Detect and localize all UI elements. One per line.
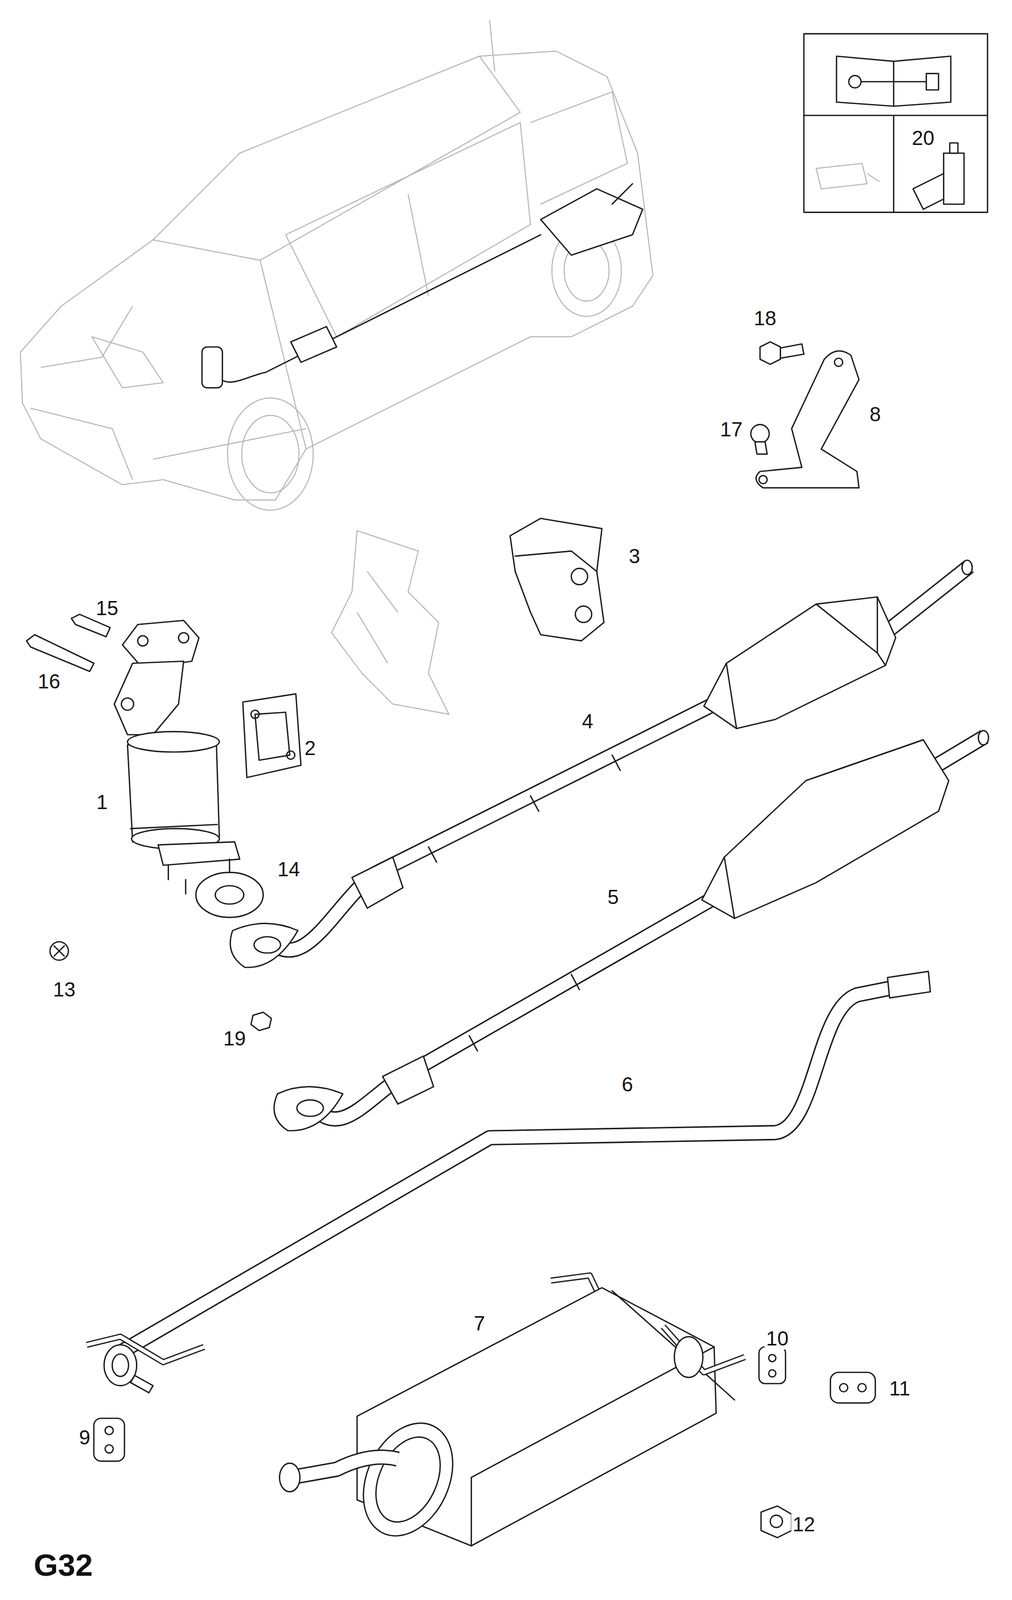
- intermediate-pipe: [86, 971, 931, 1393]
- callout-number: 20: [910, 126, 937, 149]
- manifold-catalyst: [26, 614, 240, 894]
- callout-number: 18: [752, 307, 779, 330]
- service-icon: [803, 33, 988, 213]
- callout-number: 17: [718, 418, 745, 441]
- callout-number: 8: [868, 402, 883, 426]
- callout-number: 3: [627, 544, 642, 568]
- page-code: G32: [32, 1548, 95, 1582]
- callout-number: 12: [791, 1512, 818, 1536]
- flange-gasket-hole: [215, 885, 244, 904]
- flange-gasket: [195, 872, 264, 918]
- callout-number: 5: [605, 885, 621, 908]
- heat-shield: [510, 518, 604, 641]
- exhaust-in-car: [201, 183, 643, 388]
- callout-number: 1: [94, 790, 110, 814]
- rubber-hangers: [93, 1346, 876, 1538]
- callout-number: 4: [580, 710, 595, 733]
- callout-number: 13: [51, 978, 78, 1001]
- callout-number: 10: [764, 1327, 791, 1350]
- callout-number: 9: [77, 1426, 92, 1449]
- callout-number: 6: [620, 1073, 635, 1096]
- callout-number: 11: [887, 1377, 913, 1400]
- car-outline: [20, 20, 653, 511]
- callout-number: 7: [472, 1311, 487, 1335]
- rear-muffler: [279, 1275, 745, 1550]
- callout-number: 19: [221, 1027, 248, 1050]
- callout-number: 15: [94, 596, 121, 620]
- front-pipe-b: [274, 730, 989, 1131]
- splash-shield: [331, 530, 449, 715]
- callout-number: 16: [36, 670, 63, 693]
- callout-number: 14: [275, 857, 302, 881]
- bracket: [750, 341, 859, 488]
- callout-number: 2: [302, 736, 318, 759]
- gasket: [242, 693, 301, 778]
- front-pipe-a: [230, 560, 973, 968]
